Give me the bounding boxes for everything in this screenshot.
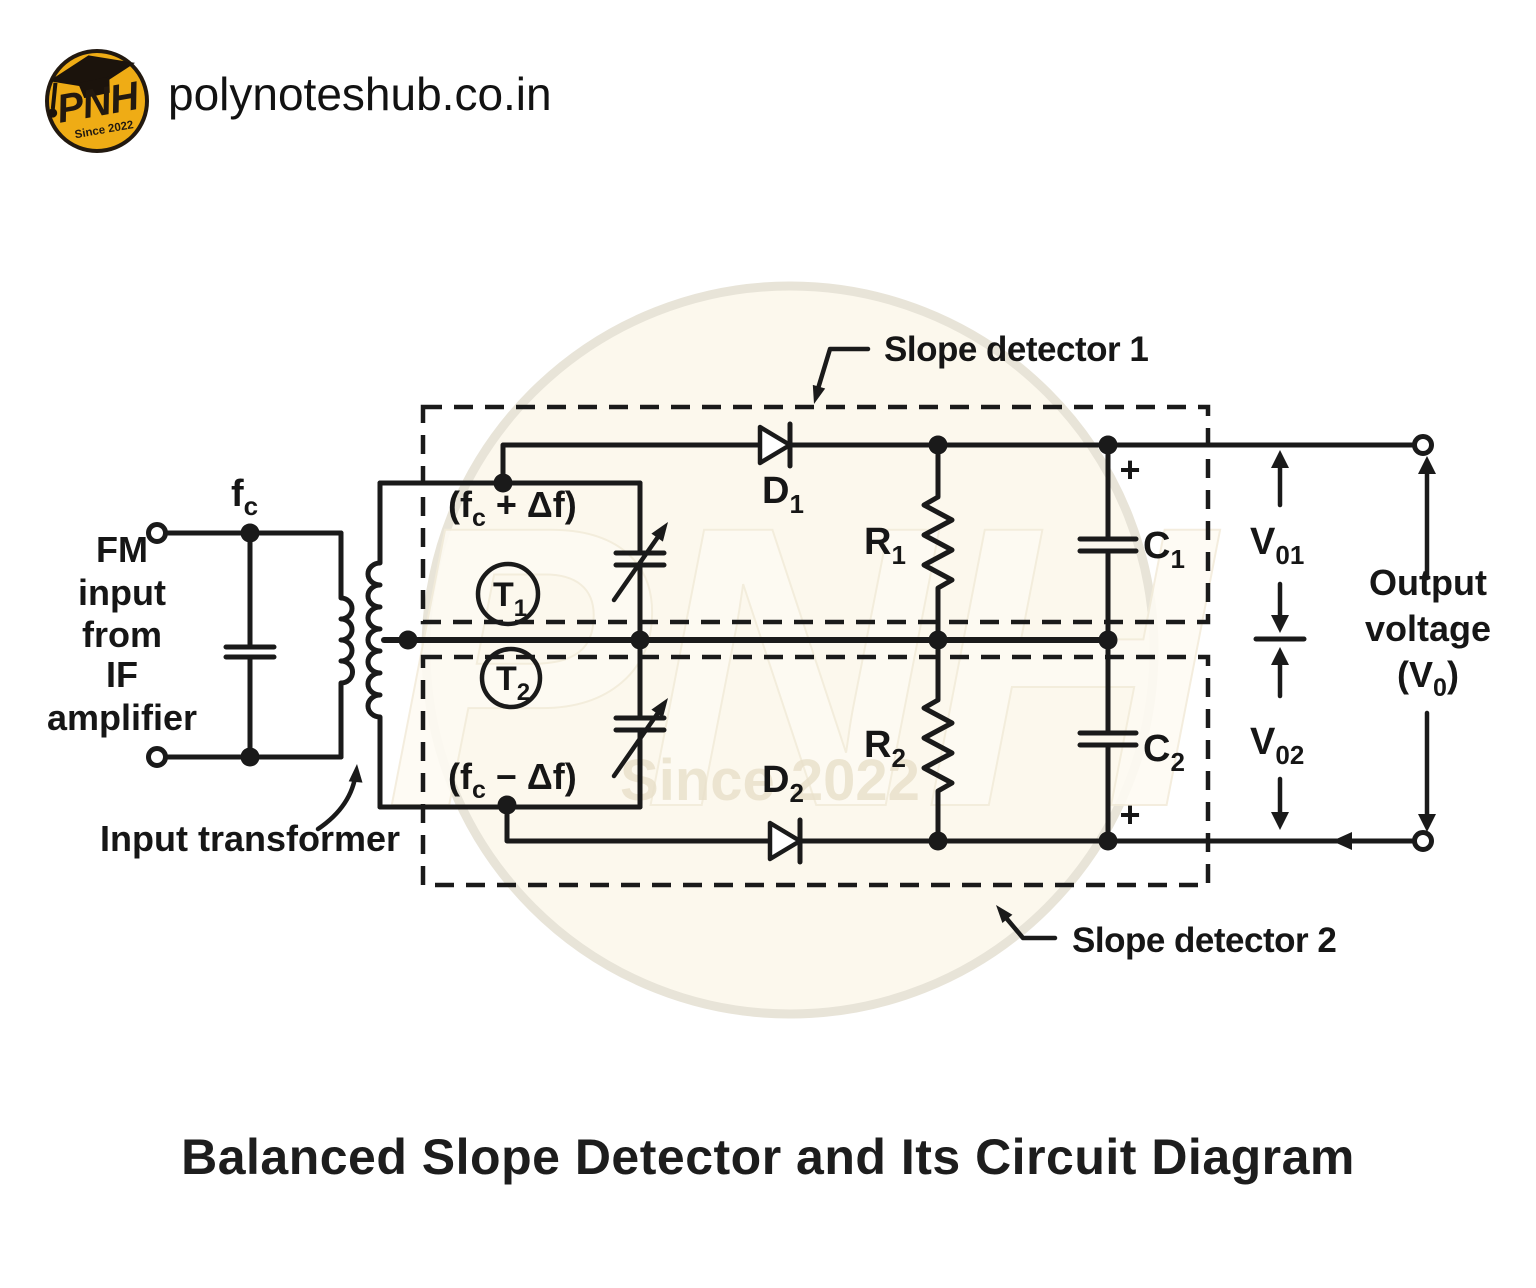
resistor-2-label: R2	[864, 724, 906, 773]
slope-detector-2-box	[420, 654, 1211, 888]
capacitor-1	[1077, 536, 1139, 554]
input-transformer-label: Input transformer	[100, 818, 400, 859]
v01-label: V01	[1250, 521, 1304, 570]
watermark: PNH Since 2022	[384, 281, 1233, 1019]
varcap-2-arrowhead	[651, 698, 668, 718]
resistor-1	[921, 442, 955, 643]
fm-input-line-1: FM	[96, 529, 148, 570]
transformer-primary-coil	[338, 530, 355, 760]
site-header: PNH Since 2022 polynoteshub.co.in	[45, 49, 552, 153]
fm-input-terminal-bottom	[146, 746, 168, 768]
figure-caption: Balanced Slope Detector and Its Circuit …	[181, 1129, 1355, 1185]
varcap-1-arrowhead	[651, 522, 668, 542]
slope-detector-1-label: Slope detector 1	[884, 330, 1148, 369]
capacitor-1-polarity: +	[1119, 449, 1140, 490]
fm-input-line-3: from	[82, 614, 162, 655]
diode-2-symbol	[767, 820, 803, 862]
watermark-circle	[421, 281, 1159, 1019]
output-label-line-1: Output	[1369, 562, 1487, 603]
graduation-cap-icon	[48, 55, 136, 118]
diode-2-label: D2	[762, 759, 804, 808]
fm-input-label: FM input from IF amplifier	[47, 529, 197, 738]
output-voltage-arrows	[1418, 456, 1436, 832]
output-terminal-bottom	[1412, 830, 1434, 852]
transformer-pointer-arrowhead	[348, 764, 363, 783]
watermark-acronym: PNH	[385, 443, 1225, 890]
tank-2-name: T2	[496, 660, 530, 706]
v0-label: (V0)	[1397, 654, 1459, 702]
v01-v02-arrows	[1253, 450, 1307, 830]
slope-detector-2-label: Slope detector 2	[1072, 921, 1336, 960]
capacitor-1-label: C1	[1143, 525, 1185, 574]
input-capacitor	[223, 644, 277, 660]
terminals	[146, 434, 1434, 852]
tank-1-name: T1	[493, 576, 527, 622]
slope-1-arrowhead	[812, 384, 826, 404]
tank-2-frequency-label: (fc − Δf)	[448, 756, 577, 804]
tank-1-frequency-label: (fc + Δf)	[448, 484, 577, 532]
junction-dots	[240, 435, 1118, 851]
site-url: polynoteshub.co.in	[168, 68, 552, 120]
diode-1-label: D1	[762, 470, 804, 519]
tank-2-circle	[479, 646, 543, 710]
resistor-2	[921, 637, 955, 844]
fm-input-terminal-top	[146, 522, 168, 544]
output-label-line-2: voltage	[1365, 608, 1491, 649]
top-rail-left	[500, 442, 763, 486]
fm-input-line-2: input	[78, 572, 166, 613]
bottom-rail-arrowhead	[1332, 832, 1352, 850]
capacitor-2-label: C2	[1143, 728, 1185, 777]
transformer-secondary-coil	[365, 480, 383, 810]
slope-2-arrowhead	[996, 905, 1013, 923]
slope-1-leader	[814, 346, 871, 395]
fm-input-line-5: amplifier	[47, 697, 197, 738]
capacitor-2-polarity: +	[1119, 794, 1140, 835]
diode-1-symbol	[757, 424, 793, 466]
varcap-1-arrow	[611, 531, 663, 603]
v02-label: V02	[1250, 721, 1304, 770]
slope-2-leader	[999, 910, 1058, 941]
circuit-diagram: FM input from IF amplifier fc Input tran…	[47, 330, 1491, 960]
output-voltage-label: Output voltage (V0)	[1365, 562, 1491, 702]
output-terminal-top	[1412, 434, 1434, 456]
capacitor-2	[1077, 730, 1139, 748]
tank-1-circle	[475, 561, 541, 627]
slope-detector-1-box	[420, 404, 1211, 625]
varcap-2-arrow	[611, 707, 663, 779]
watermark-since: Since 2022	[620, 748, 920, 813]
resistor-1-label: R1	[864, 521, 906, 570]
bottom-rail-left	[504, 802, 773, 844]
fc-label: fc	[231, 473, 258, 521]
fm-input-line-4: IF	[106, 654, 138, 695]
